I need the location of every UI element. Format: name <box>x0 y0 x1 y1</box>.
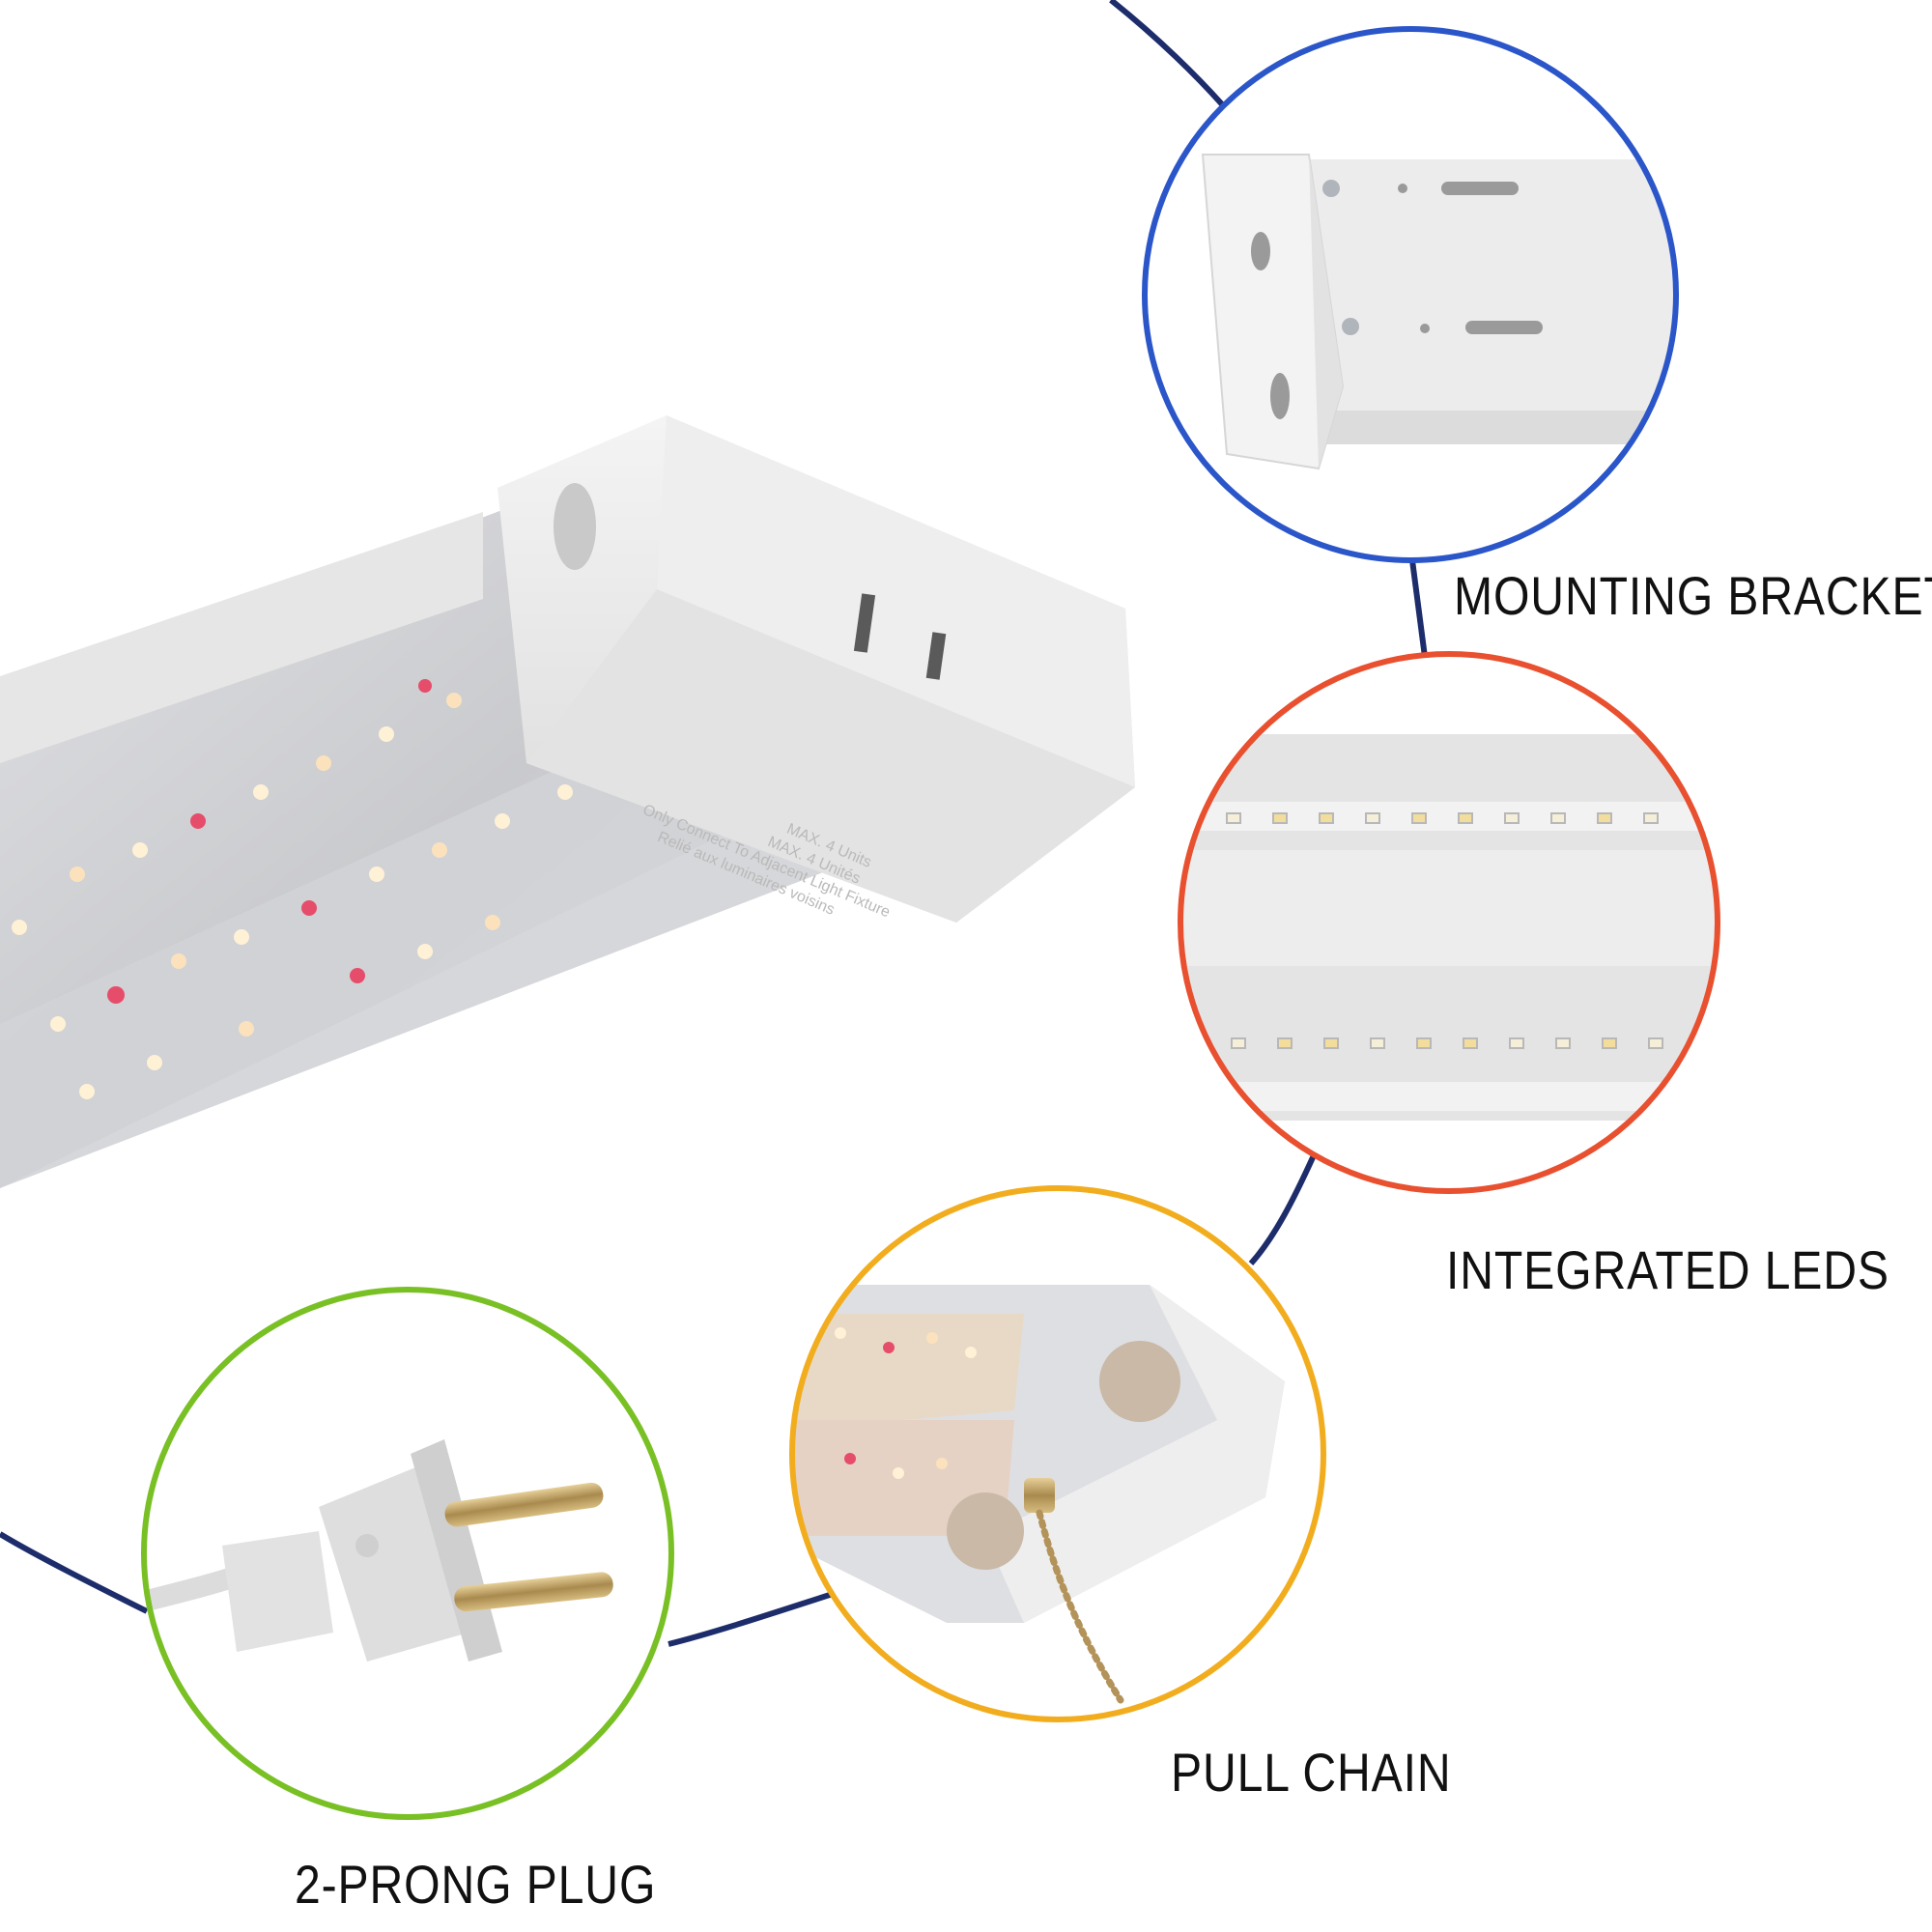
led-strip-bottom <box>1231 1037 1663 1049</box>
mounting-bracket-detail <box>1142 26 1679 563</box>
led-dots-small <box>835 1327 977 1479</box>
connector-line <box>0 0 1428 1647</box>
pull-chain-label: PULL CHAIN <box>1171 1742 1452 1803</box>
led-strip-top <box>1226 812 1659 824</box>
mounting-bracket-label: MOUNTING BRACKET <box>1454 565 1932 626</box>
integrated-leds-detail <box>1178 651 1720 1194</box>
plug-detail <box>141 1287 674 1820</box>
pull-chain-detail <box>789 1185 1326 1722</box>
plug-label: 2-PRONG PLUG <box>295 1854 657 1915</box>
light-fixture: MAX. 4 Units MAX. 4 Unités Only Connect … <box>0 415 1135 1188</box>
integrated-leds-label: INTEGRATED LEDS <box>1446 1239 1889 1300</box>
